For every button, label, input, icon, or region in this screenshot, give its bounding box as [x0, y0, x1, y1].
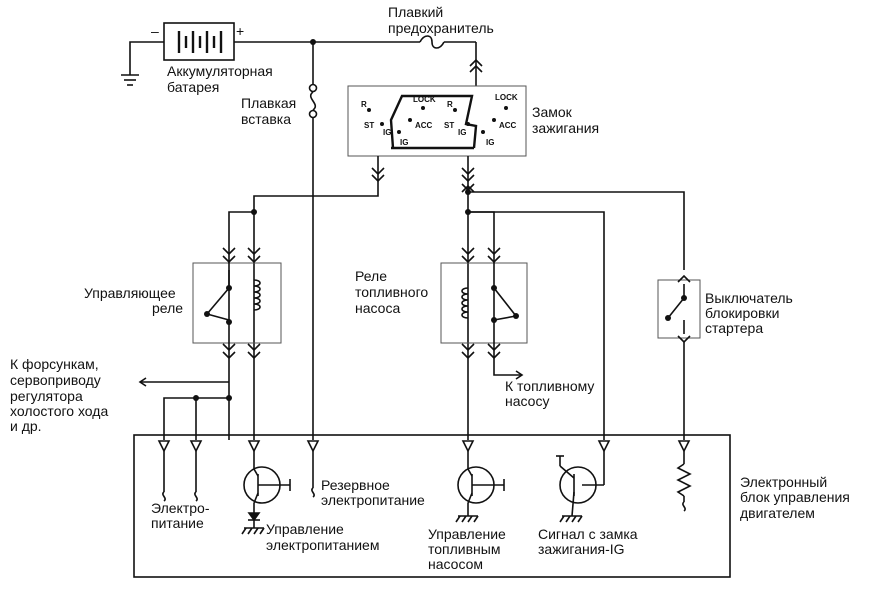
svg-text:Замок: Замок: [532, 104, 573, 120]
svg-text:топливным: топливным: [428, 541, 500, 557]
svg-text:реле: реле: [152, 300, 183, 316]
fusible-link-symbol: [308, 42, 318, 440]
svg-text:Резервное: Резервное: [321, 477, 390, 493]
svg-text:Реле: Реле: [355, 268, 387, 284]
label-battery: Аккумуляторная батарея: [167, 63, 273, 95]
label-injectors: К форсункам, сервоприводу регулятора хол…: [10, 356, 108, 434]
svg-text:предохранитель: предохранитель: [388, 20, 494, 36]
svg-text:Плавкая: Плавкая: [241, 95, 296, 111]
svg-text:стартера: стартера: [705, 320, 763, 336]
svg-text:двигателем: двигателем: [740, 505, 815, 521]
svg-text:холостого хода: холостого хода: [10, 403, 108, 419]
pos-st-right: ST: [444, 121, 454, 130]
battery-minus: –: [151, 23, 159, 39]
label-power-control: Управление электропитанием: [266, 521, 379, 553]
ground-symbol: [121, 41, 164, 86]
pos-r-left: R: [361, 100, 367, 109]
svg-text:питание: питание: [151, 515, 204, 531]
pos-st-left: ST: [364, 121, 374, 130]
label-ecu: Электронный блок управления двигателем: [740, 474, 850, 521]
svg-text:Электронный: Электронный: [740, 474, 827, 490]
svg-text:Управление: Управление: [266, 521, 344, 537]
svg-text:насосом: насосом: [428, 556, 483, 572]
svg-text:регулятора: регулятора: [10, 388, 83, 404]
label-power: Электро- питание: [151, 500, 210, 531]
svg-text:Выключатель: Выключатель: [705, 290, 793, 306]
svg-text:электропитанием: электропитанием: [266, 537, 379, 553]
pos-lock-left: LOCK: [413, 95, 436, 104]
pos-ig-left: IG: [383, 128, 391, 137]
svg-text:насоса: насоса: [355, 300, 400, 316]
svg-text:батарея: батарея: [167, 79, 219, 95]
pos-lock-right: LOCK: [495, 93, 518, 102]
battery: – +: [151, 22, 244, 61]
label-fusible-fuse: Плавкий предохранитель: [388, 4, 494, 36]
label-backup-power: Резервное электропитание: [321, 477, 425, 508]
pos-ig-right: IG: [458, 128, 466, 137]
svg-text:Аккумуляторная: Аккумуляторная: [167, 63, 273, 79]
svg-text:Управляющее: Управляющее: [84, 285, 176, 301]
pos-r-right: R: [447, 100, 453, 109]
label-ignition-switch: Замок зажигания: [532, 104, 599, 136]
label-pump-control: Управление топливным насосом: [428, 526, 506, 572]
label-starter-switch: Выключатель блокировки стартера: [705, 290, 793, 336]
ecu-block: [133, 434, 731, 578]
svg-text:вставка: вставка: [241, 111, 291, 127]
svg-text:Электро-: Электро-: [151, 500, 210, 516]
label-fuel-pump-relay: Реле топливного насоса: [355, 268, 428, 316]
svg-text:блок управления: блок управления: [740, 489, 850, 505]
svg-text:Плавкий: Плавкий: [388, 4, 443, 20]
svg-text:электропитание: электропитание: [321, 492, 425, 508]
fuel-pump-relay: [440, 211, 528, 380]
pos-acc-right: ACC: [499, 121, 517, 130]
pos-ig2-right: IG: [486, 138, 494, 147]
svg-text:сервоприводу: сервоприводу: [10, 372, 101, 388]
svg-text:насосу: насосу: [505, 393, 549, 409]
label-fusible-link: Плавкая вставка: [241, 95, 296, 127]
svg-text:и др.: и др.: [10, 418, 42, 434]
svg-text:Сигнал с замка: Сигнал с замка: [538, 526, 638, 542]
label-ig-signal: Сигнал с замка зажигания-IG: [538, 526, 638, 557]
svg-text:блокировки: блокировки: [705, 305, 779, 321]
fuse-symbol: [419, 35, 445, 49]
pos-ig2-left: IG: [400, 138, 408, 147]
battery-plus: +: [236, 23, 244, 39]
main-relay: [192, 211, 282, 440]
label-main-relay: Управляющее реле: [84, 285, 183, 316]
svg-text:Управление: Управление: [428, 526, 506, 542]
svg-text:К форсункам,: К форсункам,: [10, 356, 99, 372]
starter-interlock-switch: [657, 274, 701, 440]
svg-text:зажигания-IG: зажигания-IG: [538, 541, 625, 557]
ignition-switch: R LOCK ST IG ACC IG R LOCK ST IG ACC IG: [347, 85, 527, 157]
svg-text:топливного: топливного: [355, 284, 428, 300]
pos-acc-left: ACC: [415, 121, 433, 130]
label-to-fuel-pump: К топливному насосу: [505, 378, 594, 409]
svg-text:К топливному: К топливному: [505, 378, 594, 394]
main-bus: [234, 41, 477, 64]
svg-text:зажигания: зажигания: [532, 120, 599, 136]
